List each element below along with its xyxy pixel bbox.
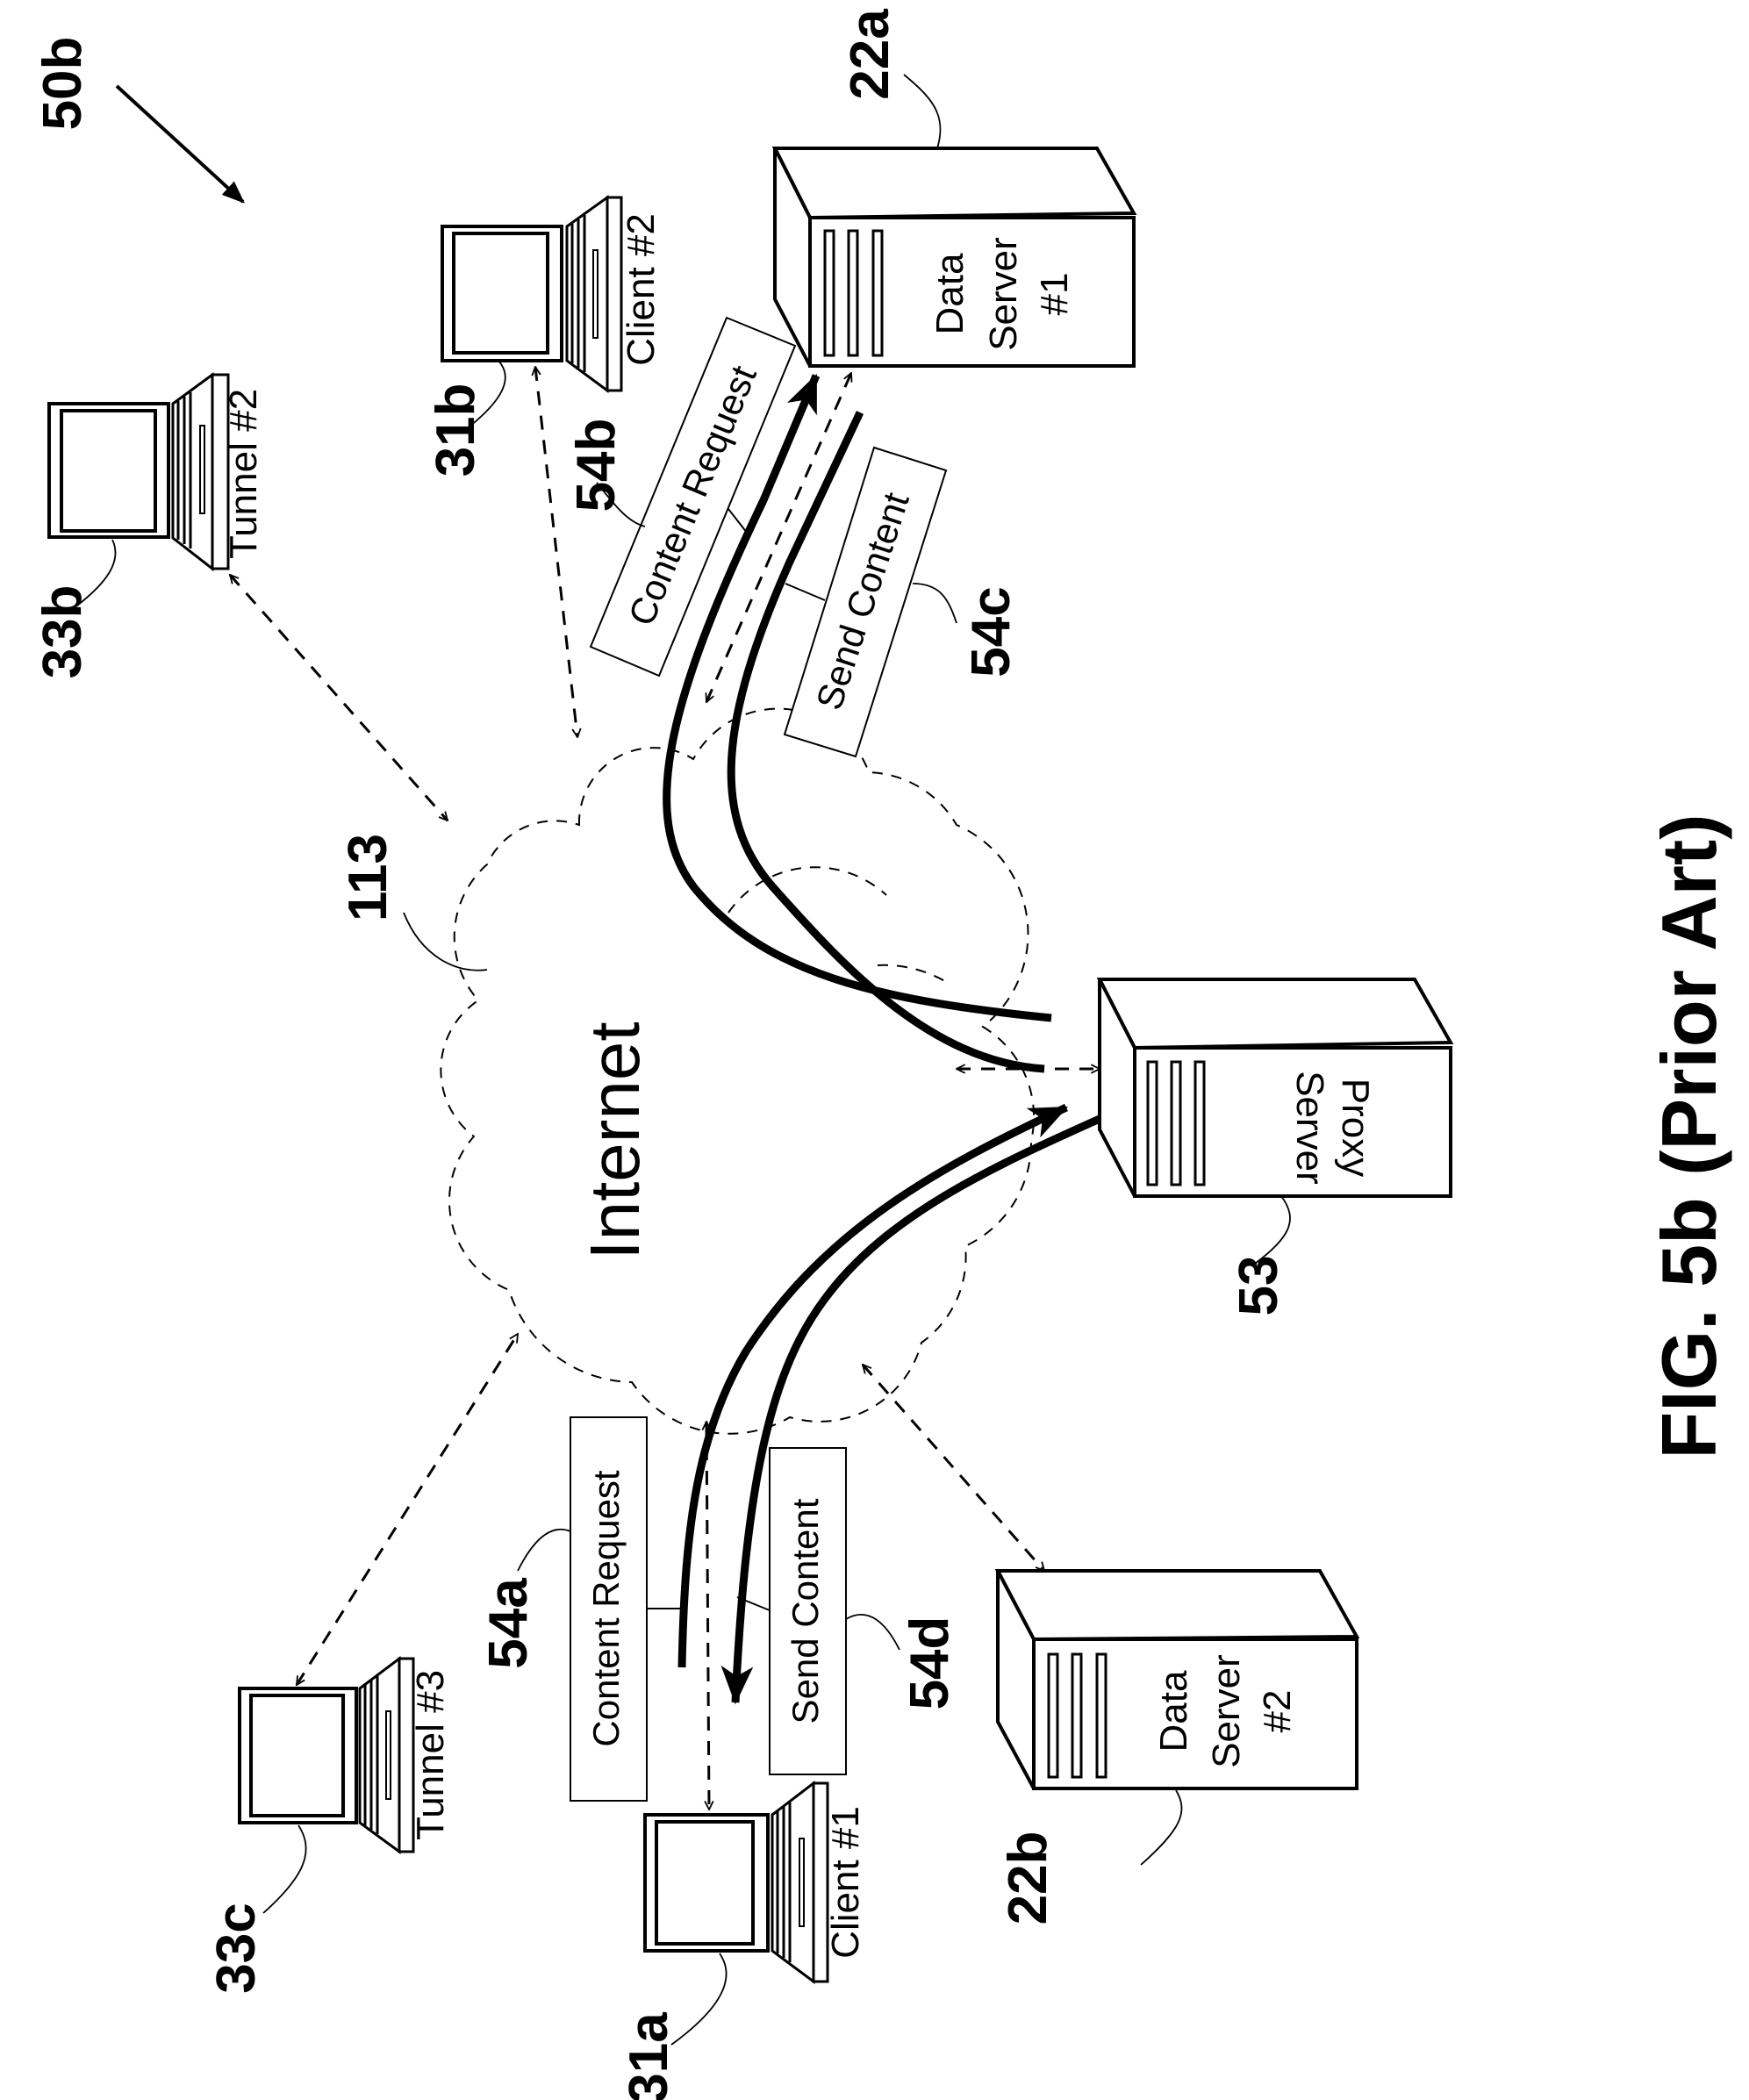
proxy-server[interactable]: Proxy Server 53: [1100, 979, 1451, 1315]
link-client1-dashed: [706, 1422, 709, 1810]
leader-line-31a: [671, 1953, 727, 2045]
ref-label-54c: 54c: [961, 586, 1021, 677]
server-label-line3: #1: [1033, 273, 1076, 316]
ref-label-50b: 50b: [32, 37, 93, 131]
laptop-icon: [240, 1659, 413, 1852]
laptop-label: Client #2: [620, 213, 663, 366]
server-label-line2: Server: [1288, 1071, 1331, 1185]
laptop-label: Tunnel #2: [222, 389, 265, 559]
figure-title: FIG. 5b (Prior Art): [1645, 814, 1732, 1459]
leader-line-22b: [1141, 1790, 1182, 1865]
ref-label-22a: 22a: [840, 9, 900, 100]
server-label-line2: Server: [1205, 1654, 1248, 1768]
leader-line-54c: [913, 584, 957, 623]
flow-label-text: Send Content: [785, 1498, 826, 1724]
cloud-inner-arc: [878, 965, 948, 983]
leader-line-33c: [263, 1825, 306, 1913]
link-tunnel2-internet: [230, 575, 448, 821]
server-tower-icon: [1100, 979, 1451, 1196]
server-label-line3: #2: [1256, 1690, 1299, 1733]
ref-label-33b: 33b: [32, 585, 93, 679]
server-label-line2: Server: [982, 237, 1025, 351]
server-label-line1: Proxy: [1334, 1079, 1377, 1177]
ref-label-53: 53: [1229, 1256, 1289, 1316]
leader-line-53: [1255, 1196, 1290, 1264]
internet-cloud: Internet 113: [338, 709, 1034, 1434]
ref-label-113: 113: [338, 834, 398, 921]
leader-line-54d: [846, 1615, 900, 1650]
laptop-icon: [442, 197, 621, 391]
figure-reference-50b: 50b: [32, 37, 243, 202]
leader-line-54a: [518, 1530, 570, 1571]
data-server-1[interactable]: Data Server #1 22a: [775, 9, 1134, 366]
flow-label-text: Content Request: [585, 1470, 627, 1747]
cloud-inner-arc: [728, 867, 886, 913]
link-ds2-internet: [863, 1365, 1044, 1571]
server-label-line1: Data: [928, 253, 971, 334]
ref-label-54b: 54b: [566, 419, 627, 512]
laptop-client-2[interactable]: Client #2 31b: [426, 197, 663, 477]
leader-line-22a: [904, 75, 941, 148]
label-connector: [728, 509, 750, 537]
data-server-2[interactable]: Data Server #2 22b: [998, 1571, 1357, 1924]
reference-arrow: [117, 86, 243, 202]
ref-label-22b: 22b: [998, 1831, 1058, 1925]
laptop-icon: [49, 375, 228, 569]
label-connector: [785, 584, 825, 600]
laptop-tunnel-2[interactable]: Tunnel #2 33b: [32, 375, 265, 678]
leader-line-113: [404, 913, 487, 971]
flow-label-54d: Send Content 54d: [737, 1448, 960, 1774]
flow-label-54a: Content Request 54a: [478, 1417, 682, 1801]
laptop-client-1[interactable]: Client #1 31a: [619, 1783, 867, 2100]
ref-label-54a: 54a: [478, 1578, 539, 1669]
laptop-label: Tunnel #3: [409, 1670, 452, 1840]
ref-label-31a: 31a: [619, 2012, 679, 2100]
laptop-tunnel-3[interactable]: Tunnel #3 33c: [206, 1659, 452, 1994]
laptop-label: Client #1: [824, 1806, 867, 1959]
ref-label-33c: 33c: [206, 1903, 267, 1993]
ref-label-54d: 54d: [900, 1616, 960, 1710]
laptop-icon: [645, 1783, 828, 1982]
server-label-line1: Data: [1152, 1670, 1195, 1752]
ref-label-31b: 31b: [426, 383, 486, 477]
cloud-label: Internet: [576, 1021, 654, 1259]
